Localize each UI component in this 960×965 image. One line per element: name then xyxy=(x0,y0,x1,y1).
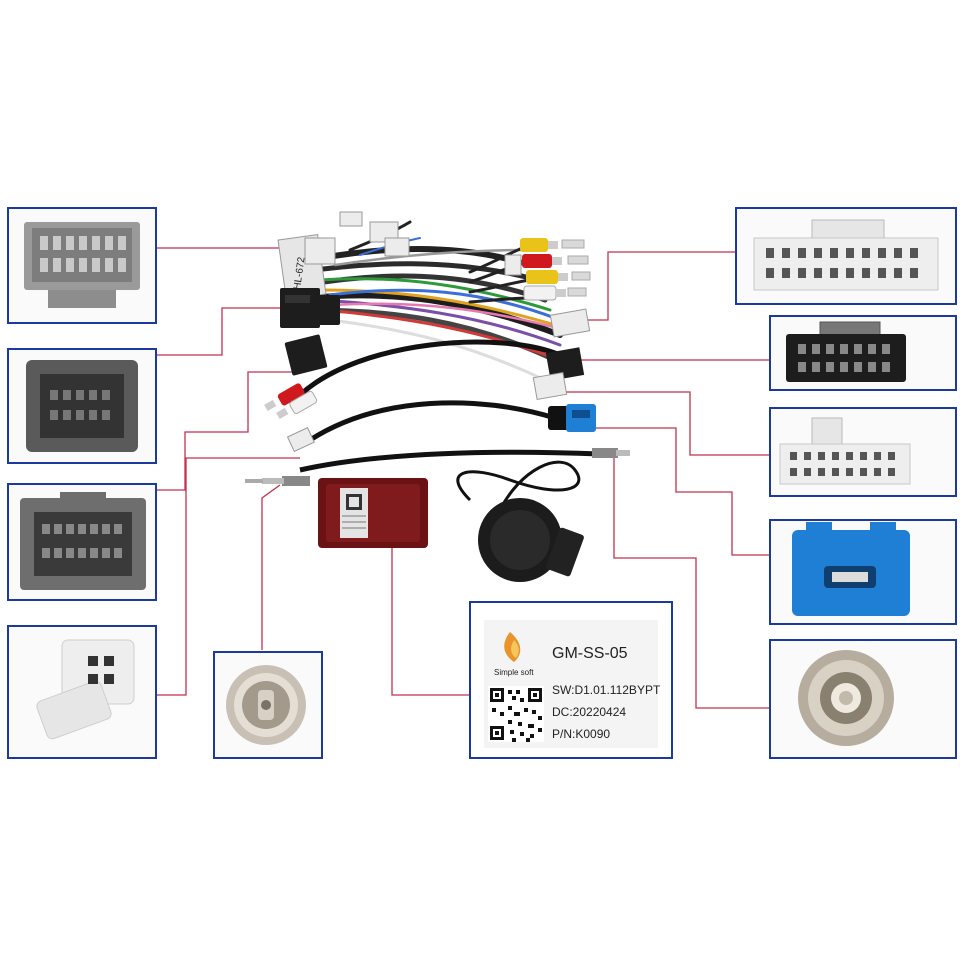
box-white-small-connector xyxy=(7,625,157,759)
label-dc: DC:20220424 xyxy=(552,705,626,719)
usb-blue-plug xyxy=(548,404,596,432)
harness-connector-black-2 xyxy=(310,295,340,325)
box-grey-connector-a xyxy=(7,207,157,324)
leader-left-3 xyxy=(156,371,300,491)
box-module-label: Simple soft GM-SS-05 SW:D1.01.112BYPT DC… xyxy=(469,601,673,759)
leader-lines xyxy=(156,247,770,709)
rca-plugs-top xyxy=(520,238,591,301)
small-white-plug xyxy=(286,427,315,453)
box-white-connector-long xyxy=(735,207,957,305)
central-harness: HL-672 xyxy=(245,211,630,582)
box-blue-usb-connector xyxy=(769,519,957,625)
leader-right-4 xyxy=(596,427,770,556)
harness-connector-white-small xyxy=(504,254,522,276)
antenna-plugs xyxy=(245,448,630,486)
harness-connector-white-top xyxy=(304,237,336,265)
leader-right-5 xyxy=(613,458,770,709)
harness-connector-white-right-2 xyxy=(532,371,568,401)
harness-connector-black-3 xyxy=(284,334,328,376)
box-grey-connector-b xyxy=(7,348,157,464)
box-black-connector xyxy=(769,315,957,391)
antenna-cable xyxy=(299,449,601,473)
label-brand: Simple soft xyxy=(494,668,534,677)
leader-module xyxy=(391,548,470,696)
box-white-connector-short xyxy=(769,407,957,497)
harness-connector-white-right-1 xyxy=(549,308,591,338)
rca-plugs-left xyxy=(264,383,318,419)
label-pn: P/N:K0090 xyxy=(552,727,610,741)
label-sw: SW:D1.01.112BYPT xyxy=(552,683,661,697)
leader-antenna xyxy=(261,484,281,650)
box-grey-connector-c xyxy=(7,483,157,601)
usb-cable xyxy=(308,400,556,443)
leader-left-2 xyxy=(156,307,285,356)
box-antenna-female xyxy=(769,639,957,759)
leader-right-1 xyxy=(585,251,736,321)
leader-right-3 xyxy=(560,391,770,456)
harness-connector-black-right xyxy=(545,347,585,381)
qr-code xyxy=(488,686,544,742)
harness-tag-text: HL-672 xyxy=(292,256,308,290)
leader-left-4 xyxy=(156,457,300,696)
microphone-puck xyxy=(456,460,584,582)
box-antenna-male xyxy=(213,651,323,759)
label-model: GM-SS-05 xyxy=(552,645,628,662)
rca-cable-left xyxy=(298,339,561,397)
canbus-module xyxy=(318,478,428,548)
